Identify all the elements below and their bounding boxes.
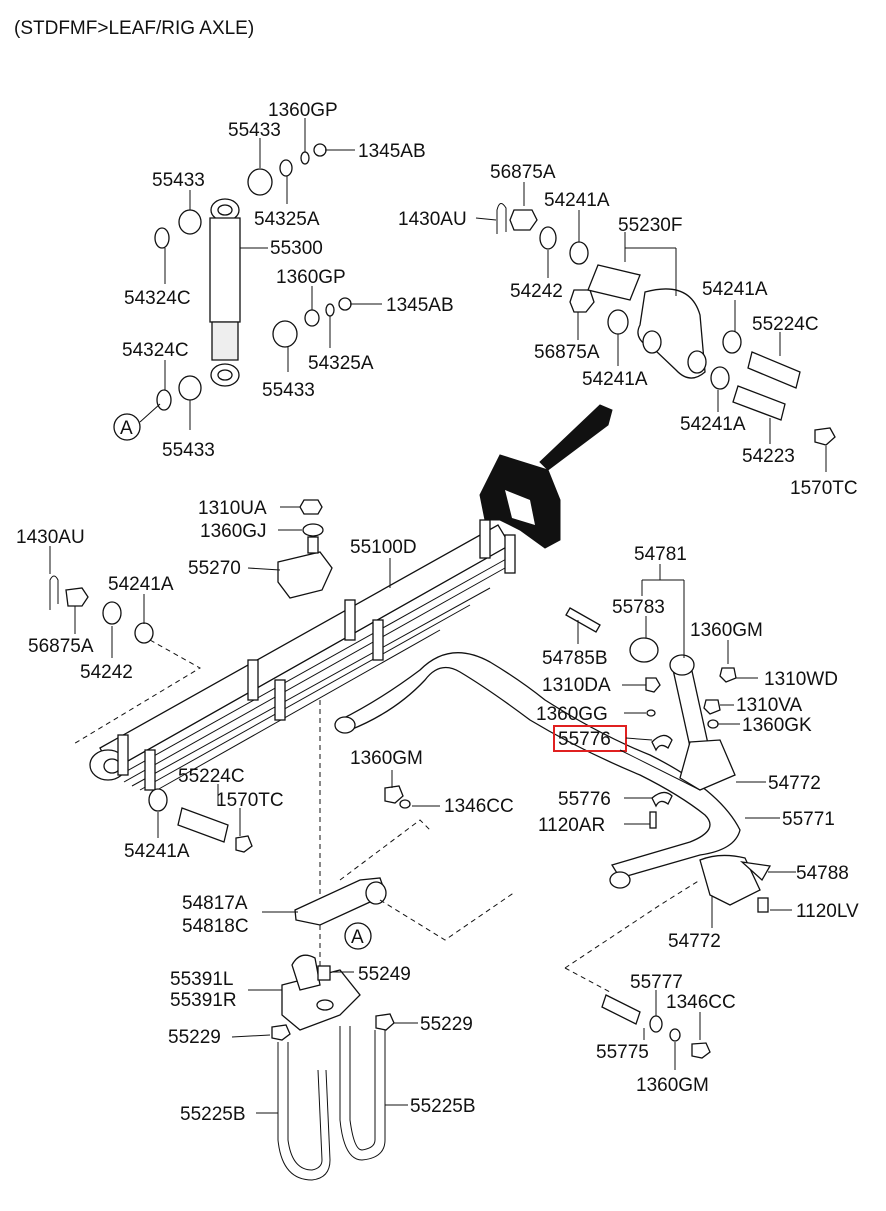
label-1360gm: 1360GM: [350, 748, 423, 769]
label-55225b: 55225B: [410, 1096, 476, 1117]
label-54324c: 54324C: [122, 340, 189, 361]
label-55300: 55300: [270, 238, 323, 259]
label-54817a: 54817A: [182, 893, 248, 914]
label-54242: 54242: [80, 662, 133, 683]
label-54772: 54772: [768, 773, 821, 794]
label-54325a: 54325A: [254, 209, 320, 230]
label-55783: 55783: [612, 597, 665, 618]
label-55230f: 55230F: [618, 215, 682, 236]
label-56875a: 56875A: [534, 342, 600, 363]
leader-lines: [49, 118, 827, 1114]
label-1570tc: 1570TC: [790, 478, 858, 499]
shackle-group: [479, 203, 836, 549]
label-55776-highlighted: 55776: [558, 729, 611, 750]
label-1120ar: 1120AR: [538, 815, 605, 836]
callout-marker-a: A: [120, 418, 133, 439]
label-54785b: 54785B: [542, 648, 608, 669]
label-1310da: 1310DA: [542, 675, 611, 696]
label-54241a: 54241A: [582, 369, 648, 390]
label-1346cc: 1346CC: [666, 992, 736, 1013]
label-54241a: 54241A: [124, 841, 190, 862]
label-55391l: 55391L: [170, 969, 233, 990]
label-56875a: 56875A: [490, 162, 556, 183]
label-55777: 55777: [630, 972, 683, 993]
label-55433: 55433: [162, 440, 215, 461]
label-54818c: 54818C: [182, 916, 249, 937]
shock-absorber-group: A: [113, 143, 352, 441]
label-54241a: 54241A: [680, 414, 746, 435]
label-54241a: 54241A: [544, 190, 610, 211]
label-55224c: 55224C: [178, 766, 245, 787]
label-56875a: 56875A: [28, 636, 94, 657]
label-1360gg: 1360GG: [536, 704, 608, 725]
leaf-spring-group: [49, 499, 516, 970]
diagram-title: (STDFMF>LEAF/RIG AXLE): [14, 18, 254, 39]
label-55270: 55270: [188, 558, 241, 579]
label-1345ab: 1345AB: [386, 295, 454, 316]
label-54242: 54242: [510, 281, 563, 302]
label-1430au: 1430AU: [16, 527, 85, 548]
label-1345ab: 1345AB: [358, 141, 426, 162]
callout-marker-a-lower: A: [351, 927, 364, 948]
label-55391r: 55391R: [170, 990, 237, 1011]
label-55225b: 55225B: [180, 1104, 246, 1125]
label-54781: 54781: [634, 544, 687, 565]
label-1360gp: 1360GP: [268, 100, 338, 121]
label-55433: 55433: [152, 170, 205, 191]
axle-mount-group: A: [271, 785, 516, 1181]
label-55433: 55433: [262, 380, 315, 401]
label-1310wd: 1310WD: [764, 669, 838, 690]
label-55224c: 55224C: [752, 314, 819, 335]
label-1360gm: 1360GM: [690, 620, 763, 641]
part-labels: 1360GP 55433 1345AB 55433 54325A 55300 5…: [16, 100, 859, 1125]
label-55229: 55229: [168, 1027, 221, 1048]
label-1430au: 1430AU: [398, 209, 467, 230]
label-1360gj: 1360GJ: [200, 521, 267, 542]
label-54223: 54223: [742, 446, 795, 467]
label-1346cc: 1346CC: [444, 796, 514, 817]
label-1360gp: 1360GP: [276, 267, 346, 288]
label-55771: 55771: [782, 809, 835, 830]
label-1360gm: 1360GM: [636, 1075, 709, 1096]
stabilizer-bar-group: [334, 607, 772, 1059]
label-54241a: 54241A: [108, 574, 174, 595]
label-1570tc: 1570TC: [216, 790, 284, 811]
label-55229: 55229: [420, 1014, 473, 1035]
label-1120lv: 1120LV: [796, 901, 859, 922]
label-1310va: 1310VA: [736, 695, 803, 716]
label-54772: 54772: [668, 931, 721, 952]
label-55249: 55249: [358, 964, 411, 985]
label-54241a: 54241A: [702, 279, 768, 300]
label-54324c: 54324C: [124, 288, 191, 309]
label-55776: 55776: [558, 789, 611, 810]
label-54788: 54788: [796, 863, 849, 884]
label-54325a: 54325A: [308, 353, 374, 374]
label-1360gk: 1360GK: [742, 715, 812, 736]
label-55433: 55433: [228, 120, 281, 141]
label-55775: 55775: [596, 1042, 649, 1063]
label-55100d: 55100D: [350, 537, 417, 558]
label-1310ua: 1310UA: [198, 498, 267, 519]
